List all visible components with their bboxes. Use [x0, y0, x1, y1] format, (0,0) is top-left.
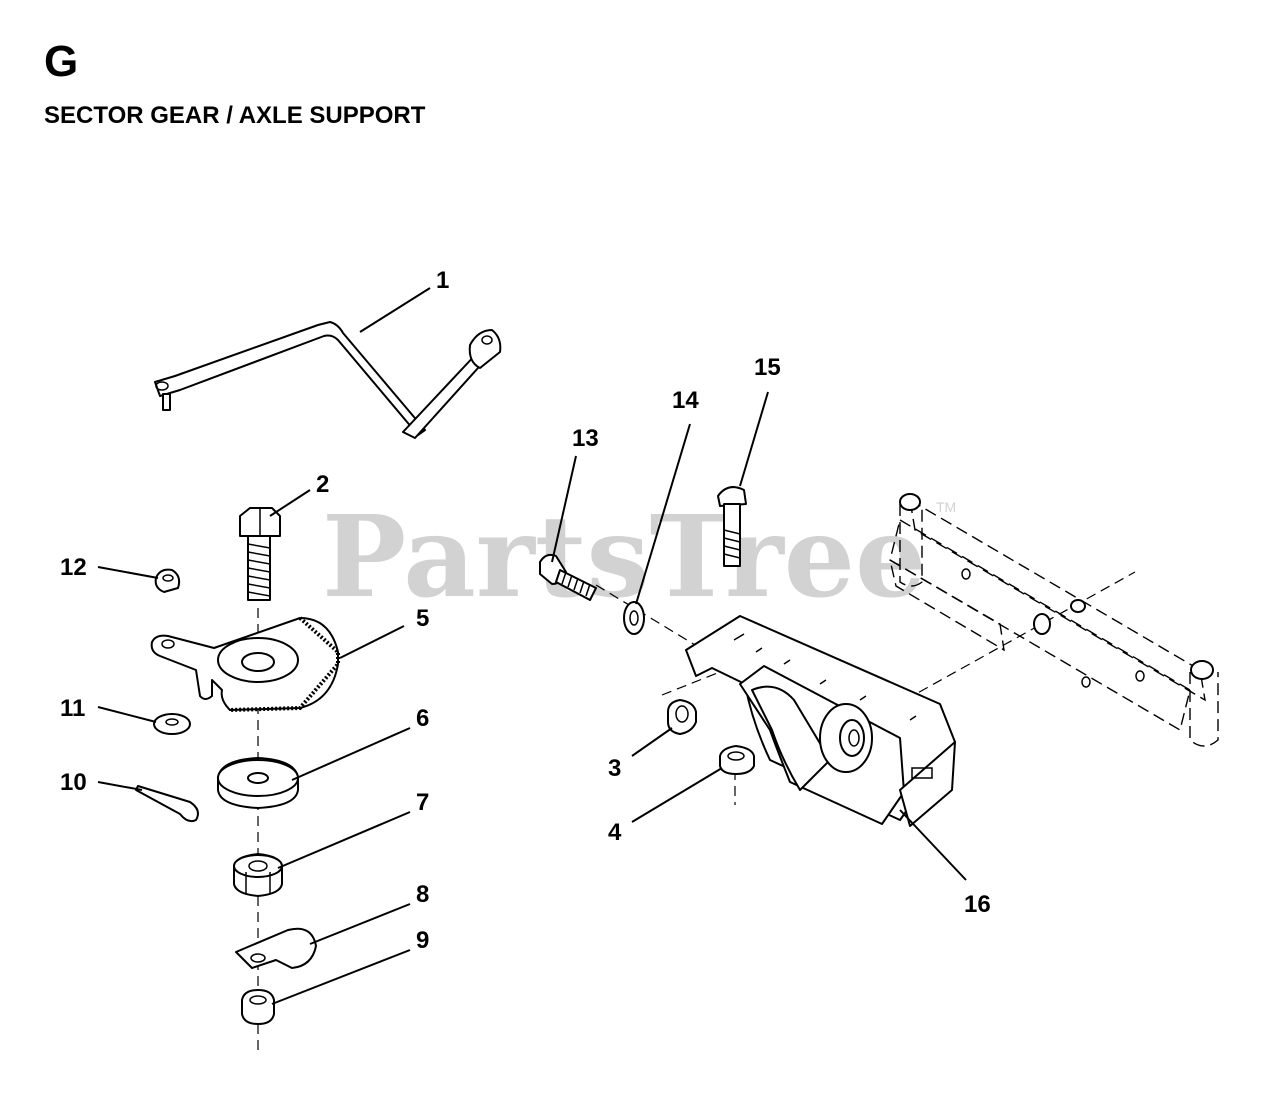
callout-4: 4	[608, 819, 622, 846]
carriage-bolt-part	[717, 486, 747, 567]
front-axle-ghost	[888, 493, 1219, 747]
sector-gear-part	[150, 616, 340, 712]
lock-nut-part	[241, 989, 275, 1025]
callout-9: 9	[416, 927, 429, 954]
cap-nut-part	[154, 568, 181, 593]
hex-bolt-part	[239, 507, 281, 601]
drag-link-part	[154, 321, 502, 439]
callout-labels: 1 2 3 4 5 6 7 8 9 10 11 12 13 14 15 16	[60, 267, 991, 954]
callout-2: 2	[316, 471, 329, 498]
callout-14: 14	[672, 387, 699, 414]
callout-7: 7	[416, 789, 429, 816]
callout-5: 5	[416, 605, 429, 632]
watermark: PartsTree	[322, 492, 926, 623]
leader-lines	[97, 287, 967, 1005]
callout-1: 1	[436, 267, 449, 294]
hex-nut-part	[233, 853, 283, 897]
callout-3: 3	[608, 755, 621, 782]
callout-8: 8	[416, 881, 429, 908]
callout-13: 13	[572, 425, 599, 452]
watermark-trademark: TM	[936, 499, 956, 515]
callout-11: 11	[60, 695, 85, 722]
callout-12: 12	[60, 554, 87, 581]
callout-15: 15	[754, 354, 781, 381]
nut-small-part	[667, 699, 697, 735]
section-title: SECTOR GEAR / AXLE SUPPORT	[44, 102, 426, 129]
flat-washer-part	[623, 601, 645, 635]
flange-bolt-part	[539, 553, 597, 601]
callout-6: 6	[416, 705, 429, 732]
callout-16: 16	[964, 891, 991, 918]
callout-10: 10	[60, 769, 87, 796]
axle-support-bracket-part	[685, 615, 956, 827]
small-washer-part	[153, 713, 191, 735]
section-letter: G	[44, 37, 79, 86]
spring-clip-part	[235, 927, 317, 969]
nut-medium-part	[719, 745, 755, 775]
large-washer-part	[217, 757, 299, 809]
cotter-pin-part	[135, 785, 199, 823]
nut-axis-line	[661, 667, 731, 696]
